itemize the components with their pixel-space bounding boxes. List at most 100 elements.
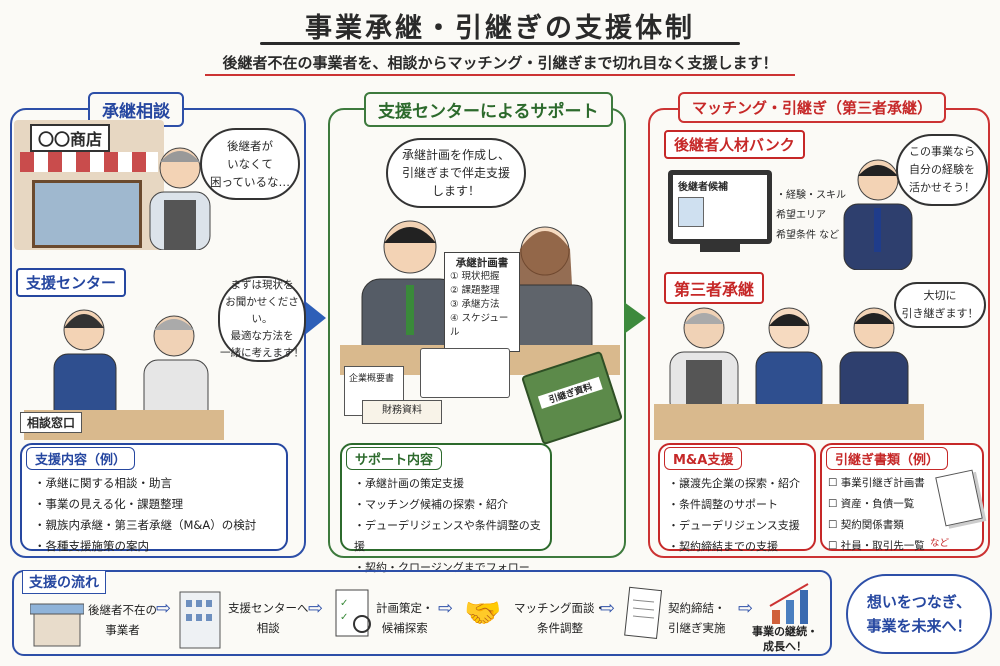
shop-awning <box>20 152 158 172</box>
bubble-line: 想いをつなぎ、 <box>866 593 972 611</box>
support-item: ・デューデリジェンスや条件調整の支援 <box>354 519 541 553</box>
bubble-line: 一緒に考えます！ <box>220 346 304 359</box>
support-item: ・承継計画の策定支援 <box>354 477 464 490</box>
candidate-illustration <box>843 159 913 270</box>
succession-plan-document: 承継計画書 ① 現状把握 ② 課題整理 ③ 承継方法 ④ スケジュール <box>444 252 520 352</box>
matching-tab: マッチング・引継ぎ（第三者承継） <box>678 92 947 123</box>
step-text: 成長へ！ <box>763 640 807 653</box>
bubble-line: 引き継ぎます！ <box>901 307 979 320</box>
building-icon <box>179 591 221 649</box>
candidate-photo <box>678 197 704 227</box>
step-text: 後継者不在の <box>88 603 157 617</box>
arrow-right-icon: ⇨ <box>738 598 754 619</box>
monitor-illustration: 後継者候補 <box>668 170 772 244</box>
ma-item: ・契約締結までの支援 <box>668 540 778 553</box>
support-details-heading: 支援内容（例） <box>26 447 136 470</box>
bubble-line: この事業なら <box>909 145 975 158</box>
clipboard-icon: ✓✓ <box>335 589 371 637</box>
bubble-line: まずは現状を <box>230 278 294 291</box>
support-center-label: 支援センター <box>16 268 127 297</box>
note-line: ・経験・スキル <box>776 190 846 201</box>
plan-doc-item: ③ 承継方法 <box>450 299 500 310</box>
candidate-speech-bubble: この事業なら 自分の経験を 活かせそう！ <box>896 134 988 206</box>
note-line: 希望条件 など <box>776 230 840 241</box>
title-underline <box>260 42 740 45</box>
support-details-box: 支援内容（例） ・承継に関する相談・助言 ・事業の見える化・課題整理 ・親族内承… <box>20 443 288 553</box>
bubble-line: します！ <box>431 184 480 198</box>
monitor-title: 後継者候補 <box>678 182 728 193</box>
note-line: 希望エリア <box>776 210 826 221</box>
monitor-screen: 後継者候補 <box>673 175 767 239</box>
candidate-notes: ・経験・スキル 希望エリア 希望条件 など <box>776 186 846 246</box>
financial-docs: 財務資料 <box>362 400 442 424</box>
bubble-line: いなくて <box>227 157 273 171</box>
svg-text:✓: ✓ <box>340 598 348 609</box>
step-text: 計画策定・ <box>376 601 434 615</box>
support-tab: 支援センターによるサポート <box>364 92 613 127</box>
flow-step-6: 事業の継続・成長へ！ <box>752 624 818 654</box>
handover-docs-heading: 引継ぎ書類（例） <box>826 447 949 470</box>
flow-step-4: マッチング面談・条件調整 <box>514 598 606 638</box>
closing-speech-bubble: 想いをつなぎ、 事業を未来へ！ <box>846 574 992 654</box>
staff-speech-bubble: まずは現状を お聞かせください。 最適な方法を 一緒に考えます！ <box>218 276 306 362</box>
page-subtitle: 後継者不在の事業者を、相談からマッチング・引継ぎまで切れ目なく支援します！ <box>222 54 778 72</box>
support-item: ・各種支援施策の案内 <box>34 539 149 553</box>
step-text: 相談 <box>256 621 280 635</box>
bubble-line: 事業を未来へ！ <box>866 617 972 635</box>
arrow-right-icon: ⇨ <box>600 598 616 619</box>
shop-window <box>32 180 142 248</box>
ma-support-heading: M&A支援 <box>664 447 743 470</box>
contract-icon <box>624 586 663 639</box>
bubble-line: 承継計画を作成し、 <box>401 148 510 162</box>
step-text: 事業の継続・ <box>752 625 818 638</box>
ma-support-box: M&A支援 ・譲渡先企業の探索・紹介 ・条件調整のサポート ・デューデリジェンス… <box>658 443 816 553</box>
open-book-icon <box>420 348 510 398</box>
owner-illustration <box>149 147 211 250</box>
step-text: 候補探索 <box>381 621 428 635</box>
bubble-line: お聞かせください。 <box>225 295 299 325</box>
shop-icon <box>30 603 84 647</box>
growth-chart-icon <box>769 583 809 624</box>
plan-doc-item: ② 課題整理 <box>450 285 500 296</box>
checklist-item: ☐ 契約関係書類 <box>828 519 904 531</box>
handover-meeting-illustration <box>654 307 924 440</box>
handover-docs-box: 引継ぎ書類（例） ☐ 事業引継ぎ計画書 ☐ 資産・負債一覧 ☐ 契約関係書類 ☐… <box>820 443 984 552</box>
plan-doc-item: ① 現状把握 <box>450 271 500 282</box>
bubble-line: 活かせそう！ <box>909 181 975 194</box>
support-flow-heading: 支援の流れ <box>22 570 106 594</box>
arrow-right-icon: ⇨ <box>438 598 454 619</box>
ma-item: ・譲渡先企業の探索・紹介 <box>668 477 800 490</box>
arrow-right-icon: ⇨ <box>308 598 324 619</box>
subtitle-underline <box>205 74 795 76</box>
support-contents-heading: サポート内容 <box>346 447 443 470</box>
ma-item: ・デューデリジェンス支援 <box>668 519 800 532</box>
document-stack-icon <box>935 469 983 527</box>
page-title: 事業承継・引継ぎの支援体制 <box>305 13 695 44</box>
step-text: 引継ぎ実施 <box>668 621 726 635</box>
monitor-stand <box>700 244 740 252</box>
bubble-line: 大切に <box>923 289 957 302</box>
advisor-speech-bubble: 承継計画を作成し、 引継ぎまで伴走支援 します！ <box>386 138 526 208</box>
checklist-item: ☐ 社員・取引先一覧 <box>828 540 925 552</box>
checklist-item: ☐ 事業引継ぎ計画書 <box>828 477 925 489</box>
support-flow-box <box>12 570 832 656</box>
handover-speech-bubble: 大切に 引き継ぎます！ <box>894 282 986 328</box>
plan-doc-title: 承継計画書 <box>455 257 509 269</box>
support-item: ・事業の見える化・課題整理 <box>34 497 184 511</box>
third-party-succession-label: 第三者承継 <box>664 272 765 304</box>
bubble-line: 引継ぎまで伴走支援 <box>401 166 510 180</box>
arrow-right-icon: ⇨ <box>156 598 172 619</box>
flow-step-5: 契約締結・引継ぎ実施 <box>668 598 726 638</box>
step-text: 条件調整 <box>537 621 583 635</box>
ma-item: ・条件調整のサポート <box>668 498 778 511</box>
owner-speech-bubble: 後継者が いなくて 困っているな… <box>200 128 300 200</box>
checklist-item: ☐ 資産・負債一覧 <box>828 498 915 510</box>
bubble-line: 最適な方法を <box>230 329 294 342</box>
consultation-illustration <box>24 309 224 440</box>
handshake-icon: 🤝 <box>464 596 502 631</box>
flow-step-3: 計画策定・候補探索 <box>376 598 434 638</box>
bubble-line: 後継者が <box>227 139 273 153</box>
arrow-right-icon <box>624 302 646 334</box>
flow-step-1: 後継者不在の事業者 <box>88 600 157 640</box>
support-item: ・承継に関する相談・助言 <box>34 476 172 490</box>
